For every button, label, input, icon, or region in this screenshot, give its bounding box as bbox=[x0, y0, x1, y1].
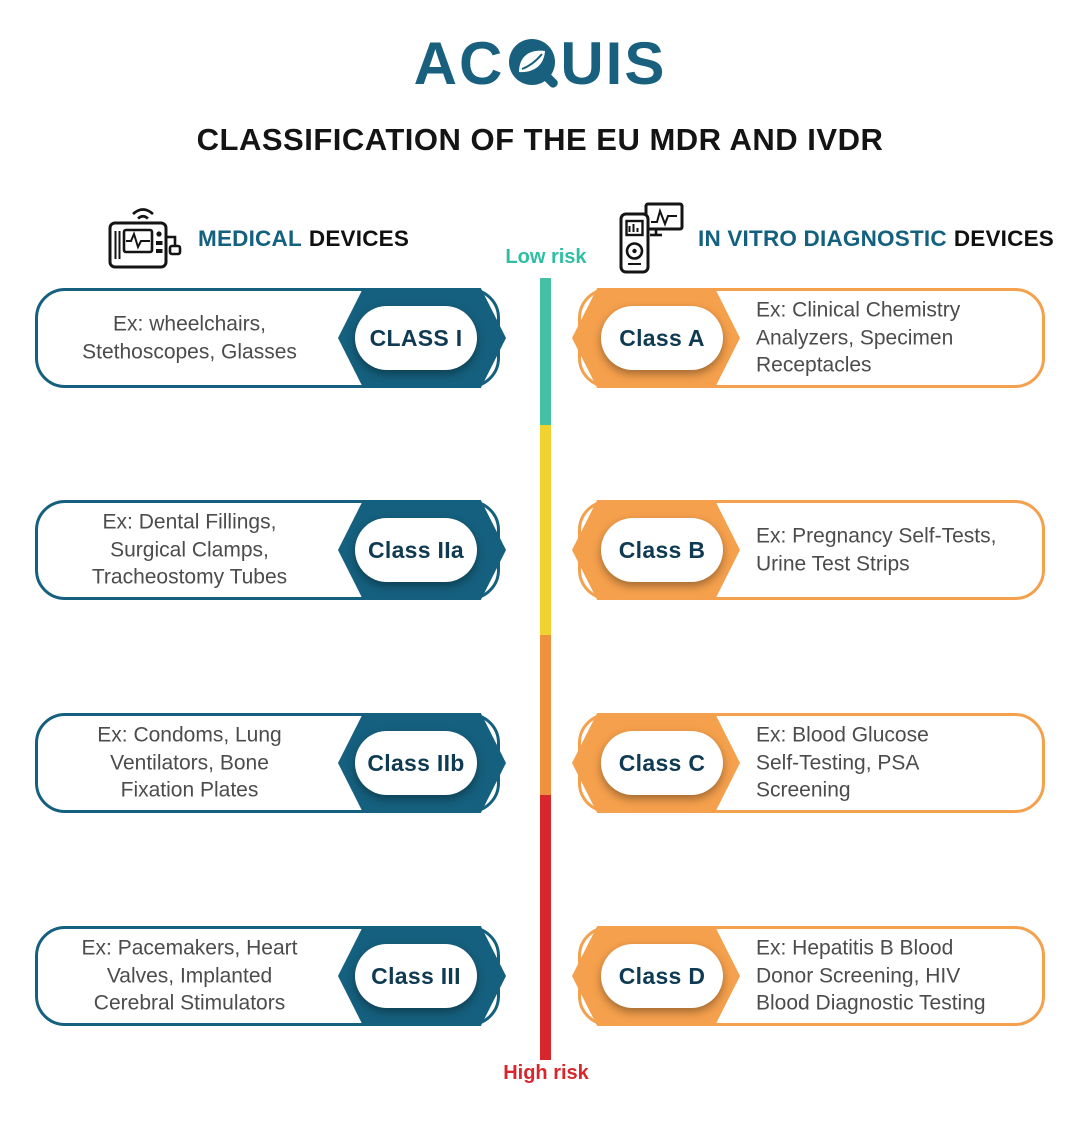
logo: AC UIS bbox=[0, 34, 1080, 94]
class-label-pill: Class D bbox=[601, 944, 723, 1008]
heading-rest: DEVICES bbox=[953, 226, 1054, 251]
medical-class-iii-row: Ex: Pacemakers, Heart Valves, Implanted … bbox=[35, 926, 506, 1026]
ivd-class-c-row: Class C Ex: Blood Glucose Self-Testing, … bbox=[572, 713, 1045, 813]
class-examples: Ex: Pacemakers, Heart Valves, Implanted … bbox=[81, 936, 298, 1015]
ivd-devices-icon bbox=[619, 202, 684, 274]
class-label: CLASS I bbox=[369, 324, 463, 351]
class-label: Class A bbox=[619, 324, 705, 351]
class-label: Class D bbox=[618, 962, 706, 989]
class-examples: Ex: Hepatitis B Blood Donor Screening, H… bbox=[756, 936, 986, 1015]
ivd-class-b-row: Class B Ex: Pregnancy Self-Tests, Urine … bbox=[572, 500, 1045, 600]
risk-segment-low bbox=[540, 278, 551, 425]
class-label-pill: Class III bbox=[355, 944, 477, 1008]
risk-segment-high bbox=[540, 795, 551, 1060]
class-examples: Ex: Blood Glucose Self-Testing, PSA Scre… bbox=[756, 723, 929, 802]
class-label: Class B bbox=[618, 536, 706, 563]
high-risk-label: High risk bbox=[503, 1062, 589, 1084]
medical-devices-icon bbox=[108, 208, 182, 269]
class-label: Class III bbox=[371, 962, 461, 989]
medical-class-iia-row: Ex: Dental Fillings, Surgical Clamps, Tr… bbox=[35, 500, 506, 600]
low-risk-label: Low risk bbox=[505, 246, 587, 268]
class-examples: Ex: Dental Fillings, Surgical Clamps, Tr… bbox=[91, 510, 288, 589]
class-label-pill: Class IIa bbox=[355, 518, 477, 582]
page-title: CLASSIFICATION OF THE EU MDR AND IVDR bbox=[196, 122, 884, 157]
class-label-pill: Class C bbox=[601, 731, 723, 795]
class-label: Class C bbox=[618, 749, 706, 776]
class-label: Class IIb bbox=[367, 749, 465, 776]
class-examples: Ex: Condoms, Lung Ventilators, Bone Fixa… bbox=[97, 723, 282, 802]
medical-class-i-row: Ex: wheelchairs, Stethoscopes, Glasses C… bbox=[35, 288, 506, 388]
risk-segment-medium-low bbox=[540, 425, 551, 635]
logo-text-right: UIS bbox=[560, 30, 667, 97]
class-examples: Ex: wheelchairs, Stethoscopes, Glasses bbox=[82, 312, 297, 363]
class-examples: Ex: Clinical Chemistry Analyzers, Specim… bbox=[756, 298, 961, 377]
ivd-class-d-row: Class D Ex: Hepatitis B Blood Donor Scre… bbox=[572, 926, 1045, 1026]
risk-scale-bar bbox=[540, 278, 551, 1060]
medical-class-iib-row: Ex: Condoms, Lung Ventilators, Bone Fixa… bbox=[35, 713, 506, 813]
class-label-pill: Class IIb bbox=[355, 731, 477, 795]
risk-segment-medium-high bbox=[540, 635, 551, 795]
heading-highlight: IN VITRO DIAGNOSTIC bbox=[698, 226, 947, 251]
class-label-pill: CLASS I bbox=[355, 306, 477, 370]
class-examples: Ex: Pregnancy Self-Tests, Urine Test Str… bbox=[756, 524, 997, 575]
heading-highlight: MEDICAL bbox=[198, 226, 302, 251]
logo-leaf-q-icon bbox=[509, 39, 559, 88]
class-label-pill: Class A bbox=[601, 306, 723, 370]
ivd-class-a-row: Class A Ex: Clinical Chemistry Analyzers… bbox=[572, 288, 1045, 388]
heading-rest: DEVICES bbox=[308, 226, 410, 251]
class-label: Class IIa bbox=[367, 536, 465, 563]
class-label-pill: Class B bbox=[601, 518, 723, 582]
logo-text-left: AC bbox=[413, 30, 505, 97]
